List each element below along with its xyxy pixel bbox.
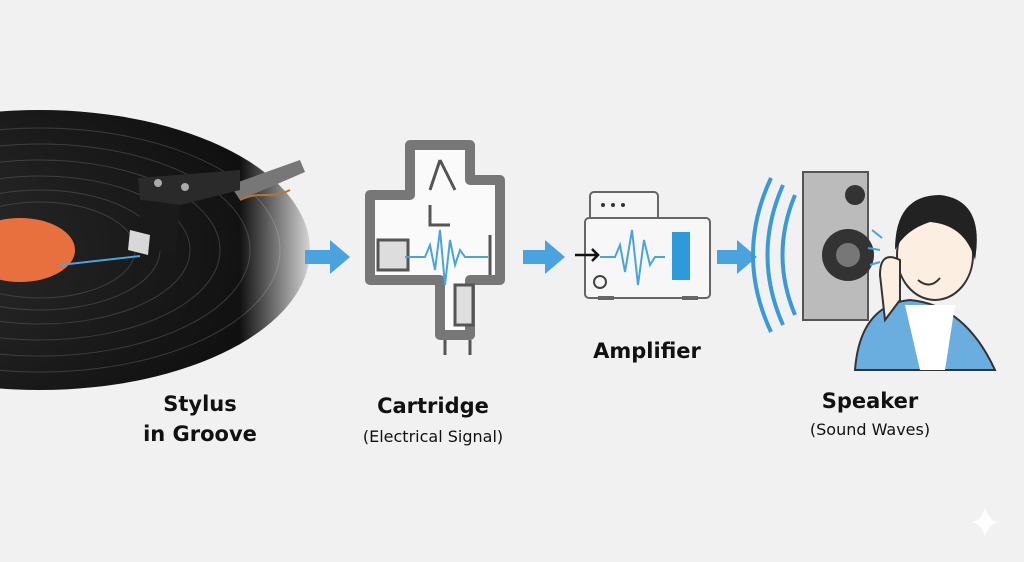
arrow-right-icon [717, 240, 757, 274]
step-label-cartridge: Cartridge [377, 394, 489, 418]
arrow-right-icon [523, 240, 565, 274]
sparkle-icon [972, 507, 998, 537]
step-sublabel-speaker: (Sound Waves) [809, 420, 931, 439]
step-label-stylus: Stylus [163, 392, 237, 416]
listener-person-icon [853, 195, 997, 371]
speaker-icon [802, 171, 874, 321]
step-sublabel-cartridge: (Electrical Signal) [362, 427, 504, 446]
amplifier-icon [575, 191, 711, 300]
arrow-right-icon [305, 240, 350, 274]
step-label-stylus-line2: in Groove [143, 422, 257, 446]
step-label-speaker: Speaker [821, 389, 919, 413]
step-label-amplifier: Amplifier [593, 339, 701, 363]
sound-waves-icon [751, 177, 797, 333]
cartridge-schematic [365, 140, 505, 355]
tonearm-cartridge-icon [59, 160, 305, 266]
